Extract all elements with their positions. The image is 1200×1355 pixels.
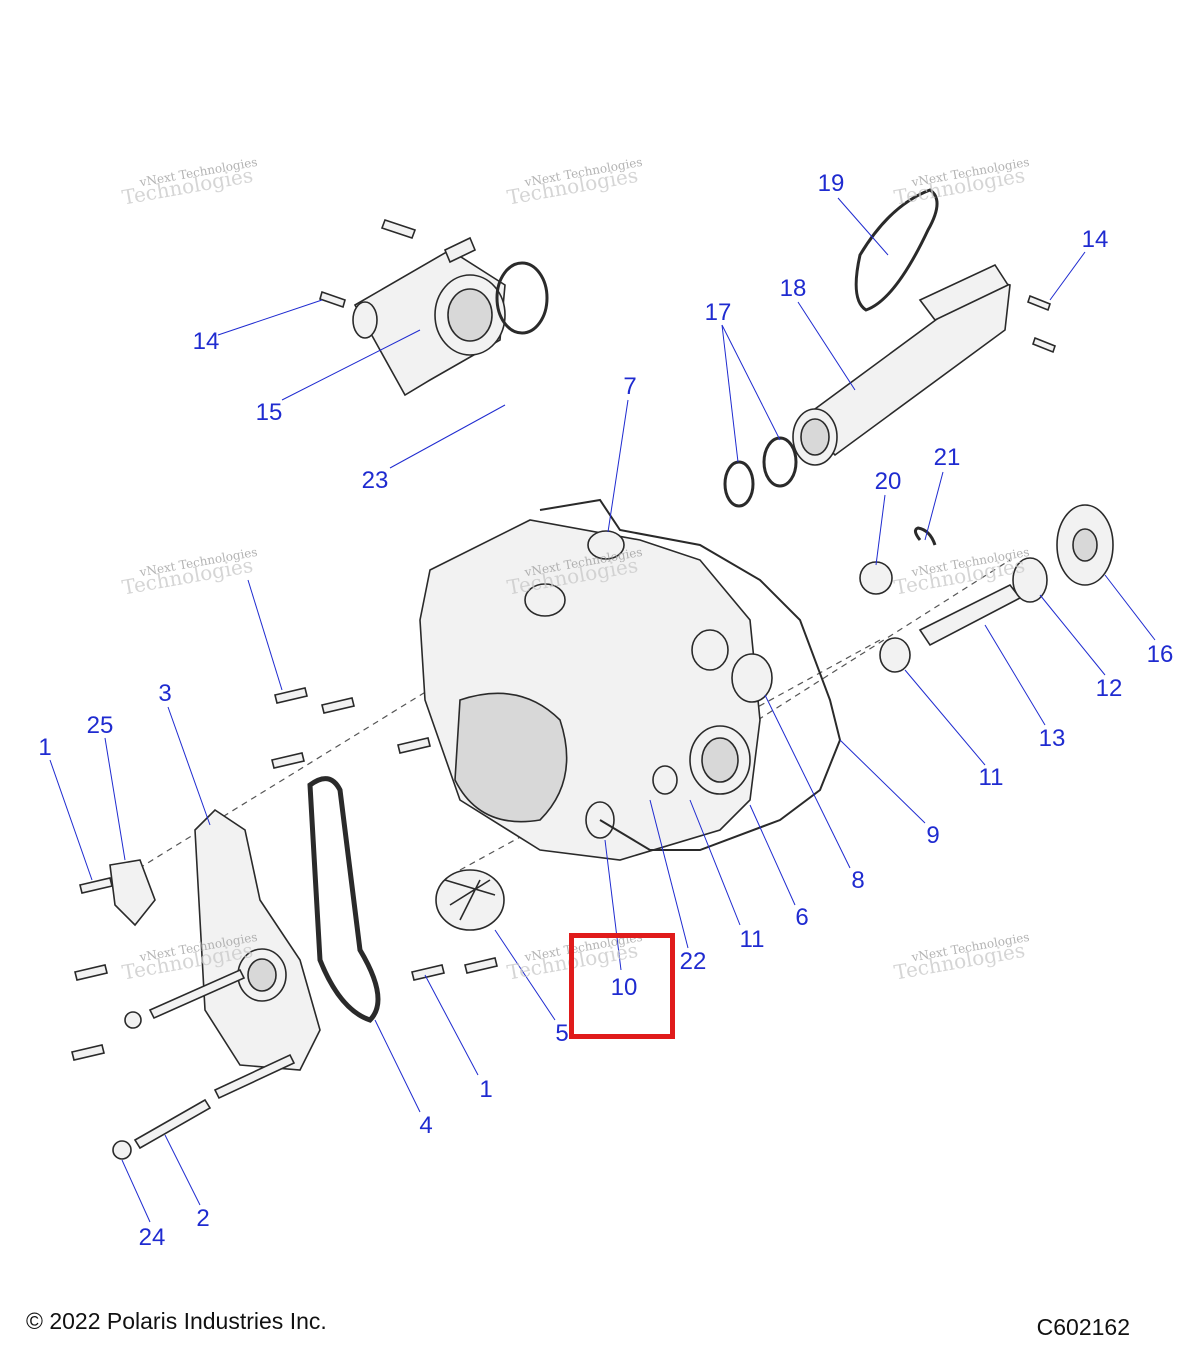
bolt bbox=[1032, 336, 1056, 354]
callout-11[interactable]: 11 bbox=[739, 926, 765, 953]
callout-1[interactable]: 1 bbox=[479, 1076, 493, 1103]
copyright-notice: © 2022 Polaris Industries Inc. bbox=[26, 1308, 327, 1334]
callout-14[interactable]: 14 bbox=[1081, 226, 1109, 253]
bolt bbox=[380, 218, 417, 240]
callout-1[interactable]: 1 bbox=[38, 734, 52, 761]
callout-23[interactable]: 23 bbox=[361, 467, 389, 494]
cover-gasket bbox=[539, 498, 842, 851]
o-ring-23 bbox=[495, 261, 549, 335]
highlight-box bbox=[569, 933, 675, 1039]
diagram-code: C602162 bbox=[1036, 1314, 1130, 1340]
callout-10[interactable]: 10 bbox=[610, 974, 638, 1001]
engine-cover bbox=[419, 519, 761, 861]
leader-lines bbox=[49, 197, 1156, 1223]
shaft-13 bbox=[918, 583, 1022, 647]
snap-ring-21 bbox=[913, 526, 937, 546]
stud bbox=[213, 1053, 296, 1100]
callout-15[interactable]: 15 bbox=[255, 399, 283, 426]
drive-belt-4 bbox=[307, 776, 381, 1023]
callout-5[interactable]: 5 bbox=[555, 1020, 569, 1047]
callout-4[interactable]: 4 bbox=[419, 1112, 433, 1139]
stud bbox=[148, 968, 246, 1020]
bleed-valve-7 bbox=[587, 530, 625, 560]
seal-11-upper bbox=[879, 637, 911, 673]
pump-housing-3 bbox=[109, 808, 321, 1071]
callout-3[interactable]: 3 bbox=[158, 680, 172, 707]
callout-17[interactable]: 17 bbox=[704, 299, 732, 326]
bolt bbox=[1027, 294, 1051, 312]
o-ring-17a bbox=[723, 460, 755, 508]
callout-18[interactable]: 18 bbox=[779, 275, 807, 302]
callout-14[interactable]: 14 bbox=[192, 328, 220, 355]
callout-12[interactable]: 12 bbox=[1095, 675, 1123, 702]
thermostat-housing bbox=[352, 236, 506, 397]
callout-8[interactable]: 8 bbox=[851, 867, 865, 894]
bearing-20 bbox=[859, 561, 893, 595]
bolt-set bbox=[71, 687, 498, 1061]
callout-11[interactable]: 11 bbox=[978, 764, 1004, 791]
callout-16[interactable]: 16 bbox=[1146, 641, 1174, 668]
callout-9[interactable]: 9 bbox=[926, 822, 940, 849]
gasket-19 bbox=[854, 188, 939, 312]
drain-plug-8 bbox=[731, 653, 773, 703]
stud-2 bbox=[133, 1098, 212, 1150]
callout-22[interactable]: 22 bbox=[679, 948, 707, 975]
o-ring-17b bbox=[762, 436, 798, 488]
callout-21[interactable]: 21 bbox=[933, 444, 961, 471]
callout-20[interactable]: 20 bbox=[874, 468, 902, 495]
bolt bbox=[319, 290, 346, 309]
callout-7[interactable]: 7 bbox=[623, 373, 637, 400]
callout-24[interactable]: 24 bbox=[138, 1224, 166, 1251]
impeller-5 bbox=[435, 869, 505, 931]
callout-6[interactable]: 6 bbox=[795, 904, 809, 931]
callout-25[interactable]: 25 bbox=[86, 712, 114, 739]
callout-13[interactable]: 13 bbox=[1038, 725, 1066, 752]
seal-12 bbox=[1012, 557, 1048, 603]
callout-19[interactable]: 19 bbox=[817, 170, 845, 197]
nut-24 bbox=[112, 1140, 132, 1160]
callout-2[interactable]: 2 bbox=[196, 1205, 210, 1232]
coolant-pipe bbox=[792, 263, 1011, 466]
